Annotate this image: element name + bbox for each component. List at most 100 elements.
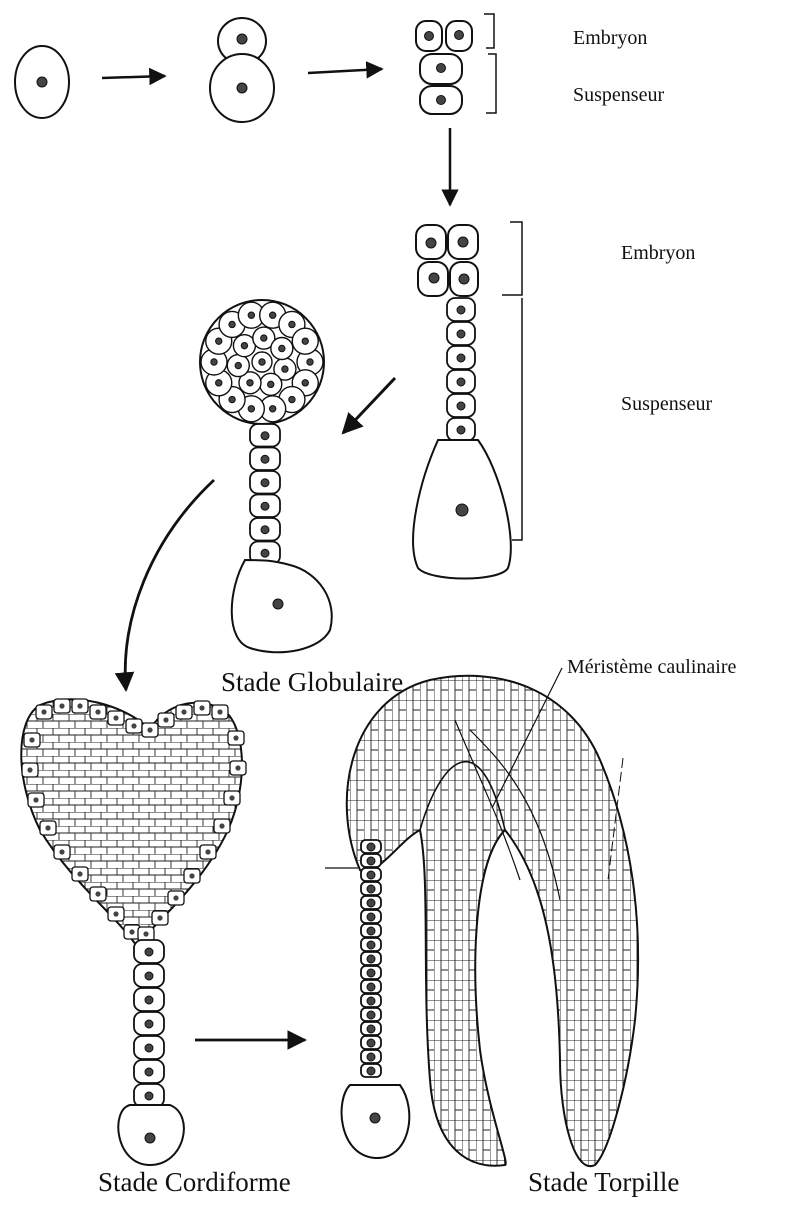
- nucleus: [457, 354, 465, 362]
- nucleus: [367, 1039, 375, 1047]
- nucleus: [247, 380, 253, 386]
- arrow-2: [308, 69, 382, 73]
- nucleus: [145, 1044, 153, 1052]
- nucleus: [367, 1053, 375, 1061]
- nucleus: [367, 1011, 375, 1019]
- arrow-4: [343, 378, 395, 433]
- nucleus: [147, 727, 152, 732]
- nucleus: [229, 321, 235, 327]
- nucleus: [59, 849, 64, 854]
- heart-embryo: [21, 699, 246, 1165]
- nucleus: [457, 378, 465, 386]
- nucleus: [268, 381, 274, 387]
- nucleus: [131, 723, 136, 728]
- proembryo-stage: [413, 222, 522, 579]
- nucleus: [367, 871, 375, 879]
- nucleus: [367, 969, 375, 977]
- nucleus: [33, 797, 38, 802]
- arrow-1: [102, 76, 165, 78]
- nucleus: [163, 717, 168, 722]
- nucleus: [77, 703, 82, 708]
- nucleus: [211, 359, 217, 365]
- nucleus: [279, 345, 285, 351]
- nucleus: [95, 891, 100, 896]
- nucleus: [157, 915, 162, 920]
- nucleus: [457, 426, 465, 434]
- nucleus: [367, 941, 375, 949]
- nucleus: [145, 1068, 153, 1076]
- nucleus: [248, 406, 254, 412]
- nucleus: [367, 997, 375, 1005]
- label-suspenseur-top: Suspenseur: [573, 84, 664, 107]
- nucleus: [261, 526, 269, 534]
- nucleus: [143, 931, 148, 936]
- nucleus: [216, 380, 222, 386]
- nucleus: [95, 709, 100, 714]
- torpedo-embryo: [325, 668, 638, 1166]
- nucleus: [367, 885, 375, 893]
- nucleus: [261, 455, 269, 463]
- globular-embryo: [200, 300, 332, 652]
- nucleus: [145, 972, 153, 980]
- label-suspenseur-mid: Suspenseur: [621, 393, 712, 416]
- nucleus: [367, 1025, 375, 1033]
- nucleus: [457, 402, 465, 410]
- nucleus: [113, 911, 118, 916]
- nucleus: [216, 338, 222, 344]
- nucleus: [261, 502, 269, 510]
- nucleus: [219, 823, 224, 828]
- nucleus: [261, 335, 267, 341]
- nucleus: [45, 825, 50, 830]
- nucleus: [59, 703, 64, 708]
- nucleus: [367, 899, 375, 907]
- nucleus: [145, 1092, 153, 1100]
- nucleus: [145, 948, 153, 956]
- zygote-cell: [15, 46, 69, 118]
- nucleus: [457, 306, 465, 314]
- nucleus: [261, 432, 269, 440]
- nucleus: [457, 330, 465, 338]
- nucleus: [145, 1020, 153, 1028]
- label-stade-globulaire: Stade Globulaire: [221, 667, 403, 698]
- label-embryon-mid: Embryon: [621, 242, 695, 265]
- nucleus: [282, 366, 288, 372]
- nucleus: [367, 927, 375, 935]
- nucleus: [129, 929, 134, 934]
- nucleus: [248, 312, 254, 318]
- label-stade-cordiforme: Stade Cordiforme: [98, 1167, 291, 1198]
- nucleus: [241, 342, 247, 348]
- nucleus: [289, 396, 295, 402]
- nucleus: [269, 312, 275, 318]
- nucleus: [173, 895, 178, 900]
- label-stade-torpille: Stade Torpille: [528, 1167, 679, 1198]
- nucleus: [261, 549, 269, 557]
- nucleus: [199, 705, 204, 710]
- nucleus: [217, 709, 222, 714]
- nucleus: [302, 338, 308, 344]
- nucleus: [29, 737, 34, 742]
- nucleus: [77, 871, 82, 876]
- nucleus: [289, 321, 295, 327]
- nucleus: [302, 380, 308, 386]
- nucleus: [27, 767, 32, 772]
- nucleus: [261, 479, 269, 487]
- nucleus: [235, 765, 240, 770]
- nucleus: [145, 996, 153, 1004]
- nucleus: [235, 362, 241, 368]
- nucleus: [41, 709, 46, 714]
- label-meristeme: Méristème caulinaire: [567, 656, 736, 679]
- nucleus: [367, 1067, 375, 1075]
- label-embryon-top: Embryon: [573, 27, 647, 50]
- nucleus: [233, 735, 238, 740]
- nucleus: [307, 359, 313, 365]
- nucleus: [367, 955, 375, 963]
- nucleus: [229, 795, 234, 800]
- nucleus: [113, 715, 118, 720]
- nucleus: [269, 406, 275, 412]
- nucleus: [259, 359, 265, 365]
- nucleus: [181, 709, 186, 714]
- nucleus: [367, 913, 375, 921]
- nucleus: [189, 873, 194, 878]
